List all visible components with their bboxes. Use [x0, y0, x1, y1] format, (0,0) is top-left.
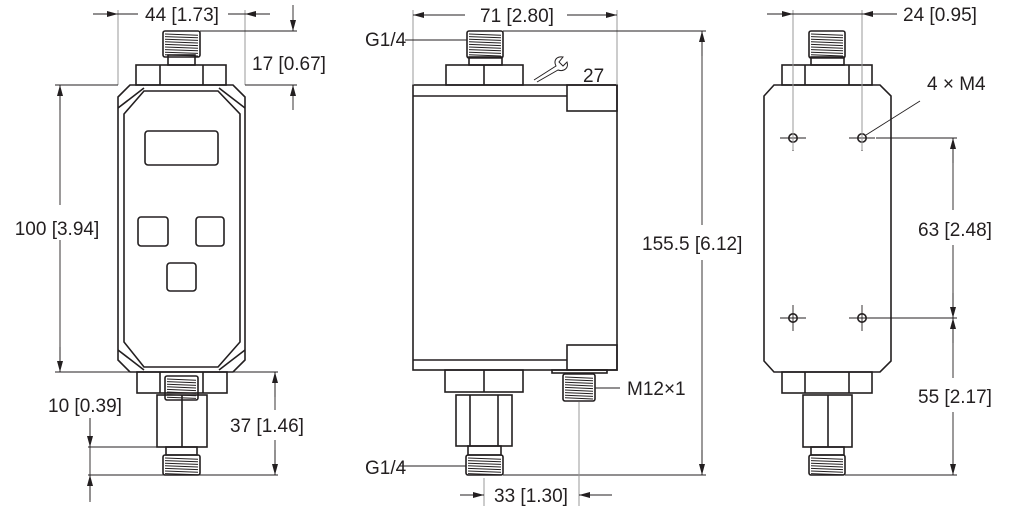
dim-arrow: [57, 85, 63, 110]
dim-arrow: [272, 372, 278, 397]
bottom-fitting: [156, 394, 208, 448]
button-center: [166, 262, 197, 292]
dim-arrow: [272, 450, 278, 475]
mounting-hole-icon: [849, 305, 875, 331]
dim-arrow: [290, 5, 296, 31]
bottom-thread-dimension: 10 [0.39]: [48, 396, 122, 417]
lower-dimension: 55 [2.17]: [918, 387, 992, 408]
m12-connector: [562, 373, 596, 402]
dim-arrow: [57, 347, 63, 372]
dim-arrow: [699, 31, 705, 56]
dim-arrow: [950, 293, 956, 318]
wrench-size: 27: [583, 66, 604, 87]
connector-offset-dimension: 33 [1.30]: [494, 486, 568, 507]
side-view: 71 [2.80] G1/4 27 155.5 [6.12] M12×1 G1/…: [365, 6, 742, 507]
bottom-inner-thread: [164, 375, 199, 401]
bottom-thread: [465, 454, 504, 476]
bottom-length-dimension: 37 [1.46]: [230, 416, 304, 437]
bottom-thread: [808, 454, 846, 476]
housing-outline: [117, 84, 246, 373]
dim-arrow: [245, 11, 270, 17]
mounting-holes: [780, 125, 875, 331]
dim-arrow: [862, 11, 888, 17]
housing-back: [763, 84, 892, 373]
top-nut: [781, 64, 873, 86]
bottom-neck: [165, 446, 198, 456]
dim-arrow: [950, 318, 956, 343]
front-view: 44 [1.73] 17 [0.67] 100 [3.94] 10 [0.39]…: [15, 5, 326, 502]
top-thread: [162, 30, 201, 58]
body-height-dimension: 100 [3.94]: [15, 219, 100, 240]
wrench-icon: [533, 56, 568, 83]
top-thread: [466, 30, 504, 59]
width-dimension: 44 [1.73]: [145, 5, 219, 26]
dim-arrow: [460, 492, 484, 498]
dim-arrow: [579, 492, 612, 498]
holes-label: 4 × M4: [927, 74, 986, 95]
connector-label: M12×1: [627, 379, 686, 400]
top-port-label: G1/4: [365, 30, 407, 51]
bottom-port-label: G1/4: [365, 458, 407, 479]
width-dimension: 71 [2.80]: [480, 6, 554, 27]
dim-arrow: [87, 475, 93, 502]
back-view: 24 [0.95] 4 × M4 63 [2.48] 55 [2.17]: [763, 5, 992, 476]
button-left: [137, 216, 169, 247]
dim-arrow: [950, 450, 956, 475]
dim-arrow: [93, 11, 118, 17]
dim-arrow: [567, 12, 617, 18]
bottom-fitting: [455, 394, 513, 447]
top-thread: [808, 30, 846, 59]
dim-arrow: [413, 12, 465, 18]
dim-arrow: [699, 450, 705, 475]
dim-arrow: [950, 138, 956, 163]
hole-vertical-dimension: 63 [2.48]: [918, 220, 992, 241]
bottom-thread: [162, 454, 201, 476]
housing-side: [412, 84, 618, 371]
dim-arrow: [767, 11, 793, 17]
display: [144, 130, 219, 166]
top-thread-dimension: 17 [0.67]: [252, 54, 326, 75]
total-height-dimension: 155.5 [6.12]: [642, 234, 742, 255]
front-panel: [123, 90, 241, 368]
top-nut: [135, 64, 227, 86]
hole-spacing-dimension: 24 [0.95]: [903, 5, 977, 26]
connector-plate: [551, 369, 608, 374]
bottom-nut: [781, 371, 873, 394]
button-right: [195, 216, 225, 247]
dim-arrow: [87, 418, 93, 447]
mounting-hole-icon: [780, 305, 806, 331]
dim-arrow: [290, 85, 296, 110]
